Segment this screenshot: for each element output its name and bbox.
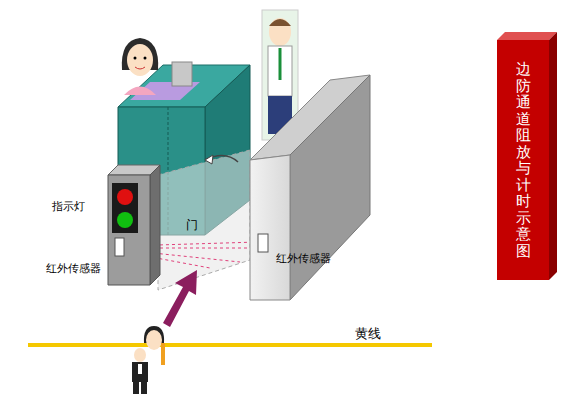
part-label: 指示灯 xyxy=(52,200,85,213)
right-barrier xyxy=(250,75,370,300)
vertical-title: 边防通道阻放与计时示意图 xyxy=(516,61,531,259)
part-label: 黄线 xyxy=(355,326,381,342)
gate-door xyxy=(158,150,250,290)
part-label: 红外传感器 xyxy=(46,262,101,275)
title-box xyxy=(497,32,557,280)
yellow-line xyxy=(28,343,432,347)
entry-arrow xyxy=(163,270,197,327)
waiting-person xyxy=(132,326,165,394)
indicator-post xyxy=(108,165,160,285)
officer-figure xyxy=(122,38,158,95)
title-panel: 边防通道阻放与计时示意图 xyxy=(497,40,549,280)
part-label: 红外传感器 xyxy=(276,252,331,265)
part-label: 门 xyxy=(186,218,198,232)
